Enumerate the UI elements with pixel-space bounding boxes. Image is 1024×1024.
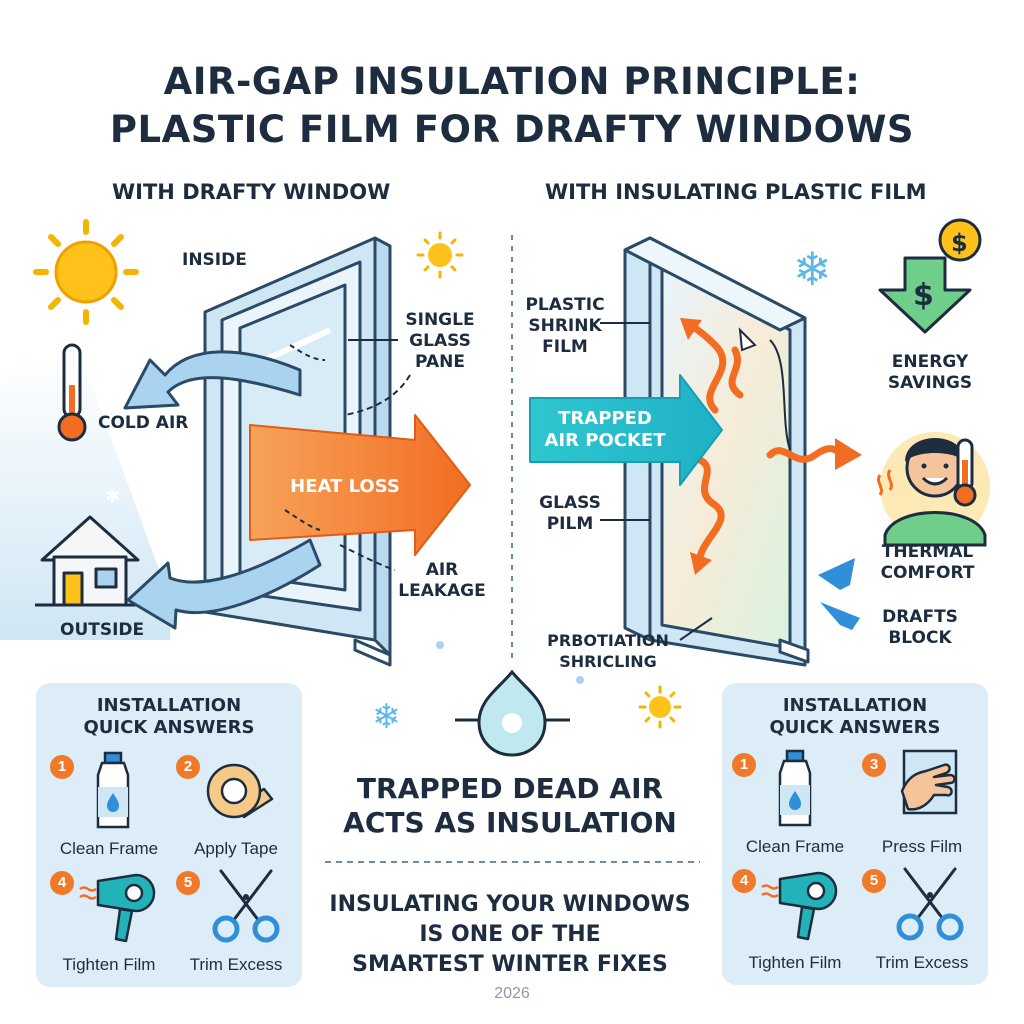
left-install-panel: INSTALLATION QUICK ANSWERS 1 Clean Frame…	[36, 683, 302, 987]
page-title: AIR-GAP INSULATION PRINCIPLE: PLASTIC FI…	[0, 58, 1024, 154]
step-caption: Trim Excess	[875, 953, 969, 972]
right-install-panel: INSTALLATION QUICK ANSWERS 1 Clean Frame…	[722, 683, 988, 985]
single-glass-pane-label: SINGLE GLASS PANE	[405, 310, 475, 372]
air-drop-icon	[455, 669, 570, 757]
snowflakes-left: ✱ ✱ ✱	[105, 455, 158, 536]
insulation-line-1: TRAPPED DEAD AIR	[356, 772, 664, 805]
fix-line-2: IS ONE OF THE	[419, 922, 601, 947]
fix-line-3: SMARTEST WINTER FIXES	[352, 952, 668, 977]
step-caption: Clean Frame	[745, 837, 845, 856]
fix-line-1: INSULATING YOUR WINDOWS	[329, 892, 691, 917]
tape-roll-icon	[206, 763, 274, 819]
trapped-air-pocket-label: TRAPPED AIR POCKET	[544, 408, 666, 451]
house-icon	[40, 515, 140, 607]
step-caption: Clean Frame	[59, 839, 159, 858]
step-badge: 3	[862, 753, 886, 777]
svg-text:$: $	[951, 229, 968, 257]
small-sun-icon	[416, 231, 464, 279]
plastic-shrink-film-label: PLASTIC SHRINK FILM	[525, 295, 605, 357]
step-caption: Apply Tape	[194, 839, 278, 858]
step-badge: 1	[50, 755, 74, 779]
air-leakage-label: AIR LEAKAGE	[398, 560, 486, 601]
step-caption: Trim Excess	[189, 955, 283, 974]
bottle-icon	[778, 749, 812, 827]
outside-label: OUTSIDE	[60, 620, 145, 640]
hair-dryer-icon	[79, 873, 156, 943]
hair-dryer-icon	[761, 871, 838, 941]
heat-loss-arrow	[249, 414, 471, 556]
cold-air-arrow-top	[123, 350, 302, 410]
insulation-line-2: ACTS AS INSULATION	[343, 806, 677, 839]
right-column-heading: WITH INSULATING PLASTIC FILM	[545, 180, 927, 204]
trapped-air-arrow	[529, 374, 723, 486]
svg-text:✱: ✱	[105, 486, 120, 507]
step-badge: 5	[862, 869, 886, 893]
energy-savings-icon: $ $	[878, 218, 982, 334]
step-caption: Press Film	[881, 837, 963, 856]
film-window	[623, 236, 810, 667]
step-badge: 4	[50, 871, 74, 895]
drafts-block-label: DRAFTS BLOCK	[882, 607, 958, 648]
heat-loss-label: HEAT LOSS	[290, 476, 400, 497]
warm-thermometer-icon	[953, 438, 977, 507]
svg-text:$: $	[913, 278, 934, 313]
right-panel-title: INSTALLATION QUICK ANSWERS	[769, 695, 941, 738]
step-badge: 1	[732, 753, 756, 777]
prbotiation-label: PRBOTIATION SHRICLING	[547, 631, 669, 671]
svg-text:✱: ✱	[125, 455, 138, 474]
left-column-heading: WITH DRAFTY WINDOW	[112, 180, 391, 204]
step-caption: Tighten Film	[748, 953, 842, 972]
winter-fix-statement: INSULATING YOUR WINDOWS IS ONE OF THE SM…	[320, 890, 700, 980]
step-badge: 4	[732, 869, 756, 893]
insulation-statement: TRAPPED DEAD AIR ACTS AS INSULATION	[320, 772, 700, 840]
cold-thermometer-icon	[57, 343, 87, 442]
hand-press-icon	[900, 749, 958, 815]
cold-air-label: COLD AIR	[98, 413, 189, 433]
sun-icon	[33, 219, 139, 325]
step-caption: Tighten Film	[62, 955, 156, 974]
step-badge: 5	[176, 871, 200, 895]
scissors-icon	[212, 869, 280, 943]
energy-savings-label: ENERGY SAVINGS	[887, 352, 973, 393]
heat-retained-arrow	[766, 445, 844, 463]
svg-text:✱: ✱	[145, 517, 158, 536]
draft-block-arrows	[818, 558, 860, 630]
inside-label: INSIDE	[182, 250, 247, 270]
title-line-2: PLASTIC FILM FOR DRAFTY WINDOWS	[109, 108, 915, 151]
snowflake-small-icon: ❄	[372, 697, 401, 737]
glass-pilm-label: GLASS PILM	[539, 493, 601, 534]
year-label: 2026	[494, 985, 530, 1002]
step-badge: 2	[176, 755, 200, 779]
title-line-1: AIR-GAP INSULATION PRINCIPLE:	[163, 60, 861, 103]
snowflake-icon: ❄	[793, 242, 832, 296]
left-panel-title: INSTALLATION QUICK ANSWERS	[83, 695, 255, 738]
bottle-icon	[96, 751, 130, 829]
thermal-comfort-label: THERMAL COMFORT	[880, 542, 975, 583]
cold-air-arrow-bottom	[126, 538, 322, 630]
small-sun-icon-center	[638, 685, 682, 729]
scissors-icon	[896, 867, 964, 941]
